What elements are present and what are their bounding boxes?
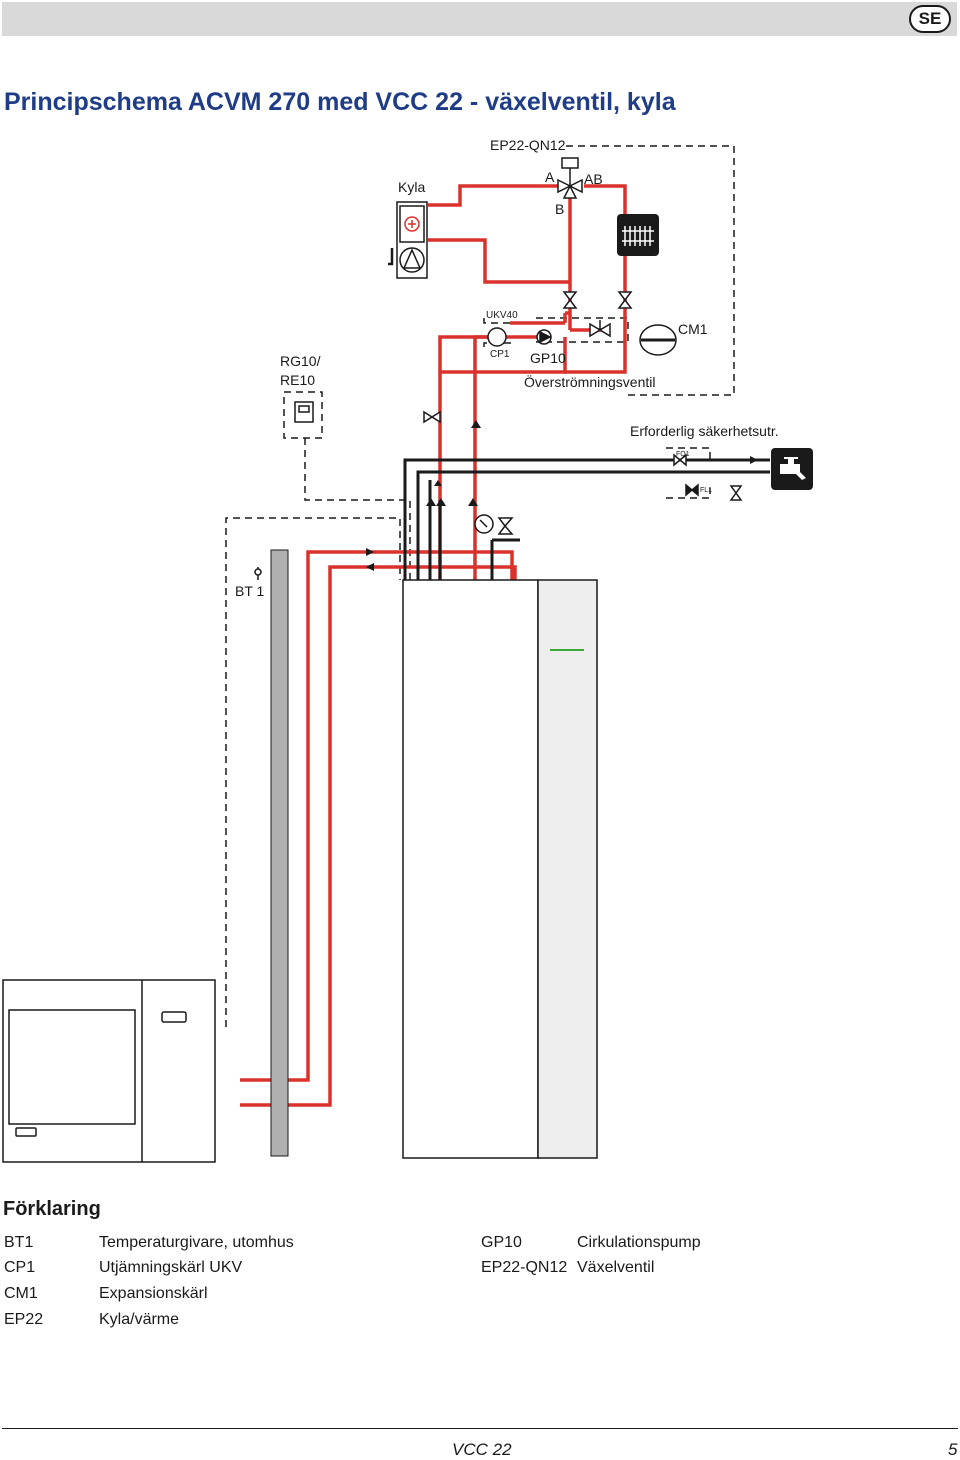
legend-title: Förklaring [3, 1198, 101, 1220]
legend-code: GP10 [481, 1234, 522, 1251]
legend-desc: Temperaturgivare, utomhus [99, 1234, 294, 1251]
manometer [474, 514, 494, 534]
tap-icon [771, 448, 813, 490]
label-port-b: B [555, 201, 564, 217]
legend-desc: Kyla/värme [99, 1311, 180, 1328]
cooling-unit [388, 201, 428, 279]
legend-desc: Cirkulationspump [577, 1234, 701, 1251]
label-ep22-qn12: EP22-QN12 [490, 137, 566, 153]
label-fl1: FL1 [700, 487, 712, 494]
page-title: Principschema ACVM 270 med VCC 22 - växe… [4, 88, 676, 116]
header-bar [2, 2, 957, 36]
legend-desc: Växelventil [577, 1259, 655, 1276]
label-port-ab: AB [584, 171, 603, 187]
legend-code: CP1 [4, 1259, 36, 1276]
legend-desc: Utjämningskärl UKV [99, 1259, 243, 1276]
footer-divider [2, 1428, 958, 1429]
label-erforderlig: Erforderlig säkerhetsutr. [630, 423, 779, 439]
outdoor-unit [2, 979, 216, 1163]
legend-code: BT1 [4, 1234, 34, 1251]
indoor-unit [402, 579, 598, 1159]
legend-desc: Expansionskärl [99, 1285, 208, 1302]
cold-pipes [403, 458, 770, 580]
label-gp10: GP10 [530, 350, 566, 366]
label-overstromningsventil: Överströmningsventil [524, 373, 656, 390]
label-bt1: BT 1 [235, 583, 265, 599]
shutoff-valves [423, 291, 743, 535]
flow-arrows [366, 420, 758, 571]
three-way-valve [557, 157, 583, 199]
legend-code: CM1 [4, 1285, 38, 1302]
label-re10: RE10 [280, 372, 315, 388]
page-number: 5 [948, 1440, 958, 1459]
label-cm1: CM1 [678, 321, 708, 337]
label-cp1: CP1 [490, 349, 510, 360]
pump-group [254, 320, 677, 580]
footer-product: VCC 22 [452, 1440, 512, 1459]
label-fq1: FQ1 [676, 451, 690, 458]
legend-code: EP22-QN12 [481, 1259, 568, 1276]
room-sensor [294, 401, 314, 423]
legend-code: EP22 [4, 1311, 44, 1328]
language-badge: SE [909, 5, 951, 33]
dashed-boundaries [225, 145, 735, 1027]
label-kyla: Kyla [398, 179, 425, 195]
outdoor-column [270, 549, 289, 1157]
radiator-icon [617, 214, 659, 256]
label-rg10: RG10/ [280, 353, 321, 369]
label-ukv40: UKV40 [486, 310, 518, 321]
label-port-a: A [545, 169, 555, 185]
